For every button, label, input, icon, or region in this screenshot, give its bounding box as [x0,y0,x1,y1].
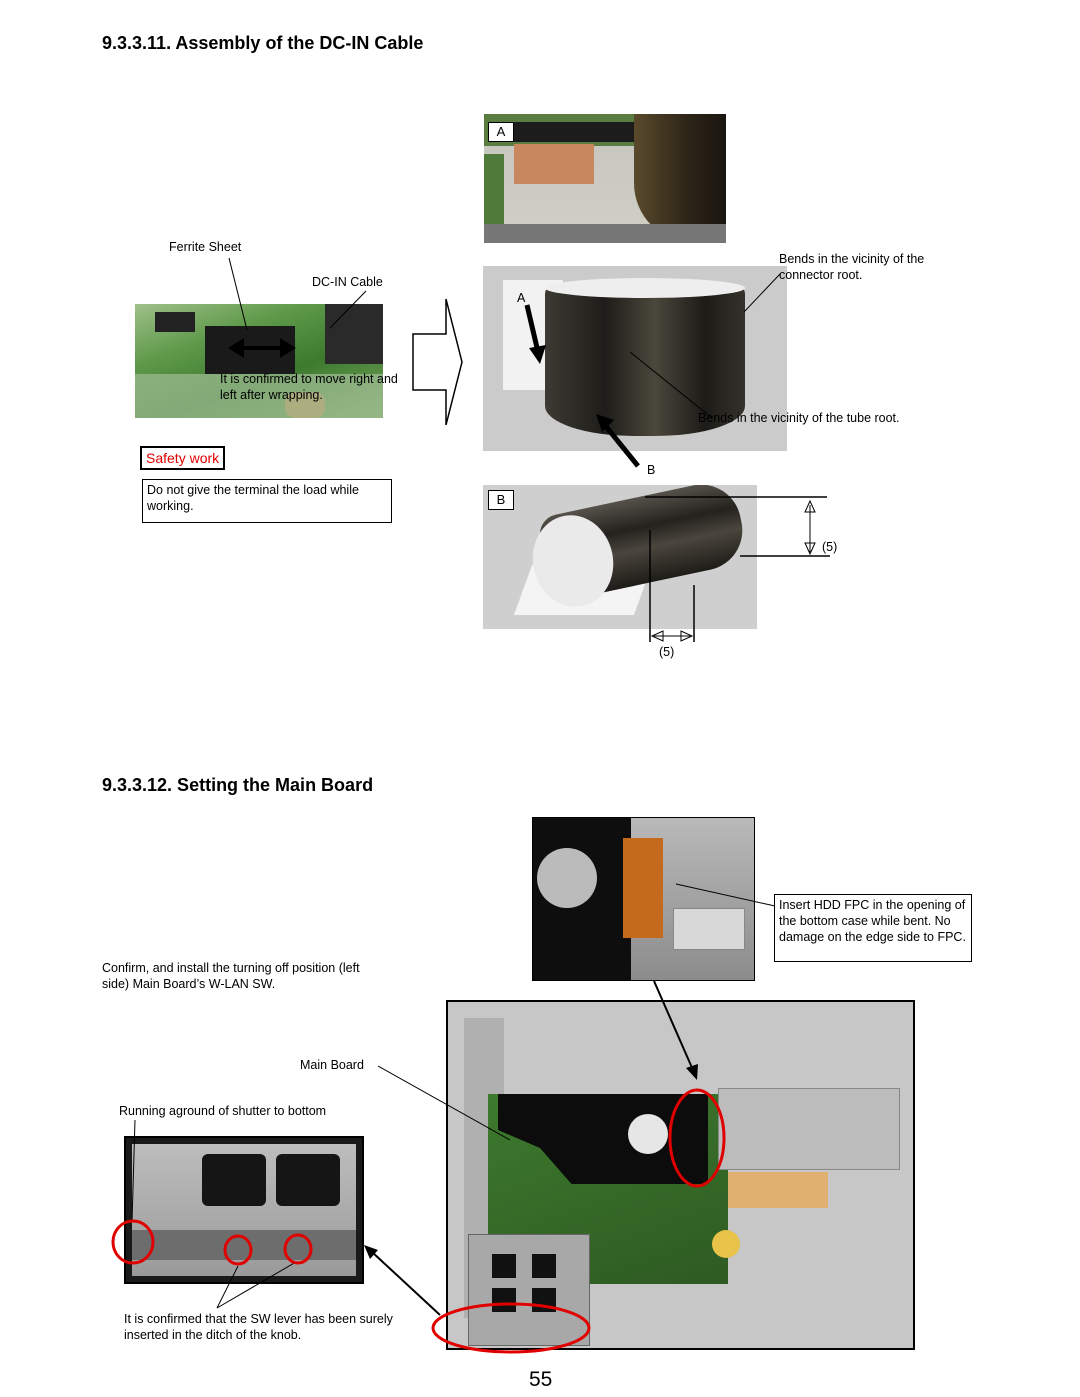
section-heading-main-board: 9.3.3.12. Setting the Main Board [102,775,374,795]
ferrite-sheet-label: Ferrite Sheet [169,240,242,254]
shutter-note: Running aground of shutter to bottom [119,1104,327,1118]
photo-a [484,114,726,243]
tube-root-note: Bends in the vicinity of the tube root. [698,411,900,425]
hdd-fpc-photo [532,817,755,981]
main-board-photo [446,1000,915,1350]
sw-lever-note: It is confirmed that the SW lever has be… [124,1312,393,1342]
connector-root-note: Bends in the vicinity of the connector r… [779,252,925,282]
safety-work-label: Safety work [146,450,220,466]
arrow-b-label: B [647,463,656,477]
dim-horizontal-label: (5) [659,645,675,659]
shutter-photo [124,1136,364,1284]
photo-b [483,485,757,629]
section-heading-dcin: 9.3.3.11. Assembly of the DC-IN Cable [102,33,424,53]
safety-note: Do not give the terminal the load while … [142,479,392,523]
wlan-sw-note: Confirm, and install the turning off pos… [102,961,360,991]
tag-b: B [488,490,514,510]
arrow-a-label: A [517,291,526,305]
move-note: It is confirmed to move right and left a… [220,372,398,402]
dcin-cable-label: DC-IN Cable [312,275,383,289]
page-number: 55 [529,1368,553,1391]
dim-vertical-label: (5) [822,540,838,554]
tag-a: A [488,122,514,142]
main-board-label: Main Board [300,1058,364,1072]
safety-work-badge: Safety work [140,446,226,470]
hdd-fpc-note: Insert HDD FPC in the opening of the bot… [774,894,972,962]
process-arrow-icon [412,298,463,426]
